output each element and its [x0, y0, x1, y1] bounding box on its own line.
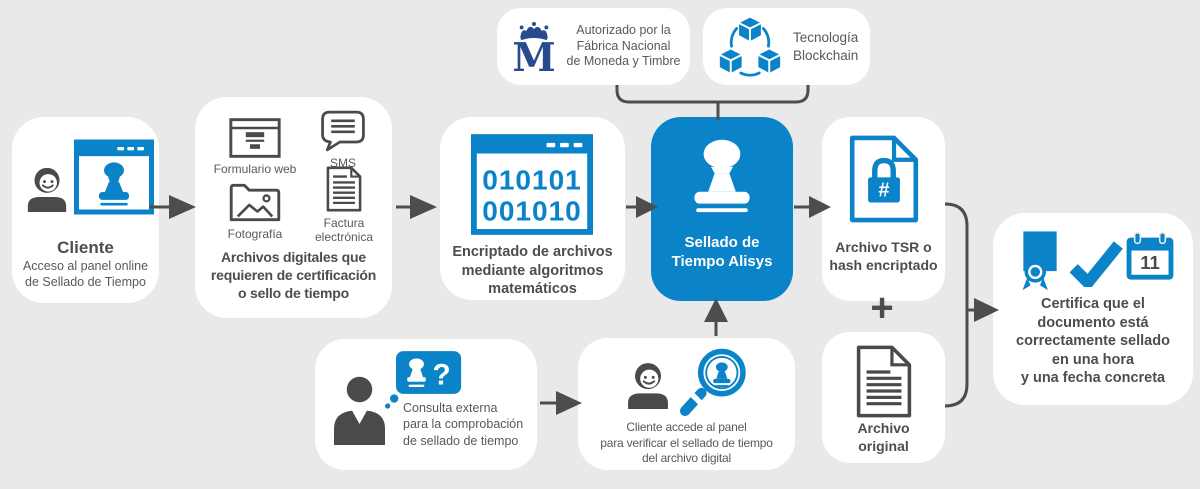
photo-folder-icon [229, 183, 281, 222]
blockchain-label: Tecnología Blockchain [793, 29, 859, 63]
stamp-icon [676, 134, 768, 225]
businessman-icon [331, 369, 391, 454]
node-consulta-externa: ? Consulta externa para la comprobación … [315, 339, 537, 470]
binary-line-1: 010101 [482, 164, 581, 195]
binary-browser-icon: 010101 001010 [471, 134, 593, 240]
web-form-icon [229, 118, 281, 158]
photo-label: Fotografía [227, 227, 283, 241]
fnmt-logo: M [512, 21, 556, 76]
hash-symbol: # [878, 180, 889, 202]
verificar-text: Cliente accede al panel para verificar e… [600, 420, 773, 466]
magnifier-stamp-icon [678, 344, 750, 425]
sms-label: SMS [329, 156, 356, 170]
node-archivo-original: Archivo original [822, 332, 945, 463]
encriptado-title: Encriptado de archivos mediante algoritm… [452, 244, 613, 298]
online-panel-stamp-icon [74, 139, 154, 220]
invoice-label: Factura electrónica [314, 216, 374, 244]
cliente-subtitle: Acceso al panel online de Sellado de Tie… [22, 259, 149, 290]
invoice-icon [326, 166, 362, 212]
node-archivo-tsr: # Archivo TSR o hash encriptado [822, 117, 945, 301]
arrowhead-verificar-sellado [704, 298, 728, 322]
cliente-title: Cliente [57, 238, 114, 257]
tsr-lock-file-icon: # [848, 135, 920, 228]
tsr-title: Archivo TSR o hash encriptado [829, 239, 938, 273]
arrowhead-archivos-encriptado [410, 195, 437, 219]
fnmt-label: Autorizado por la Fábrica Nacional de Mo… [566, 23, 681, 69]
web-form-label: Formulario web [213, 162, 297, 176]
node-verificar: Cliente accede al panel para verificar e… [578, 338, 795, 470]
certifica-title: Certifica que el documento está correcta… [1016, 296, 1170, 387]
checkmark-icon [1067, 237, 1125, 292]
certificate-icon [1017, 228, 1063, 297]
node-certifica: 11 Certifica que el documento está corre… [993, 213, 1193, 405]
calendar-icon: 11 [1125, 228, 1175, 291]
archivos-title: Archivos digitales que requieren de cert… [210, 249, 377, 301]
calendar-day: 11 [1140, 252, 1160, 273]
top-merge-connector [615, 85, 810, 104]
consulta-text: Consulta externa para la comprobación de… [403, 401, 524, 448]
right-merge-bracket [944, 202, 969, 408]
question-mark: ? [433, 359, 451, 392]
original-title: Archivo original [857, 420, 910, 454]
badge-blockchain: Tecnología Blockchain [703, 8, 870, 85]
binary-line-2: 001010 [482, 195, 581, 226]
document-icon [855, 345, 913, 423]
node-sellado-alisys: Sellado de Tiempo Alisys [651, 117, 793, 301]
node-archivos-digitales: Formulario web SMS Fotografía Factura [195, 97, 392, 318]
person-icon [622, 348, 674, 423]
sellado-title: Sellado de Tiempo Alisys [671, 234, 773, 271]
client-person-icon [22, 157, 72, 222]
node-cliente: Cliente Acceso al panel online de Sellad… [12, 117, 159, 303]
blockchain-icon [719, 17, 781, 77]
badge-fnmt: M Autorizado por la Fábrica Nacional de … [497, 8, 690, 85]
node-encriptado: 010101 001010 Encriptado de archivos med… [440, 117, 625, 300]
plus-sign: + [870, 286, 894, 330]
thought-bubble-stamp-icon: ? [383, 349, 463, 414]
sms-icon [321, 110, 365, 152]
arrowhead-cliente-archivos [169, 195, 196, 219]
fnmt-letter: M [512, 34, 555, 75]
